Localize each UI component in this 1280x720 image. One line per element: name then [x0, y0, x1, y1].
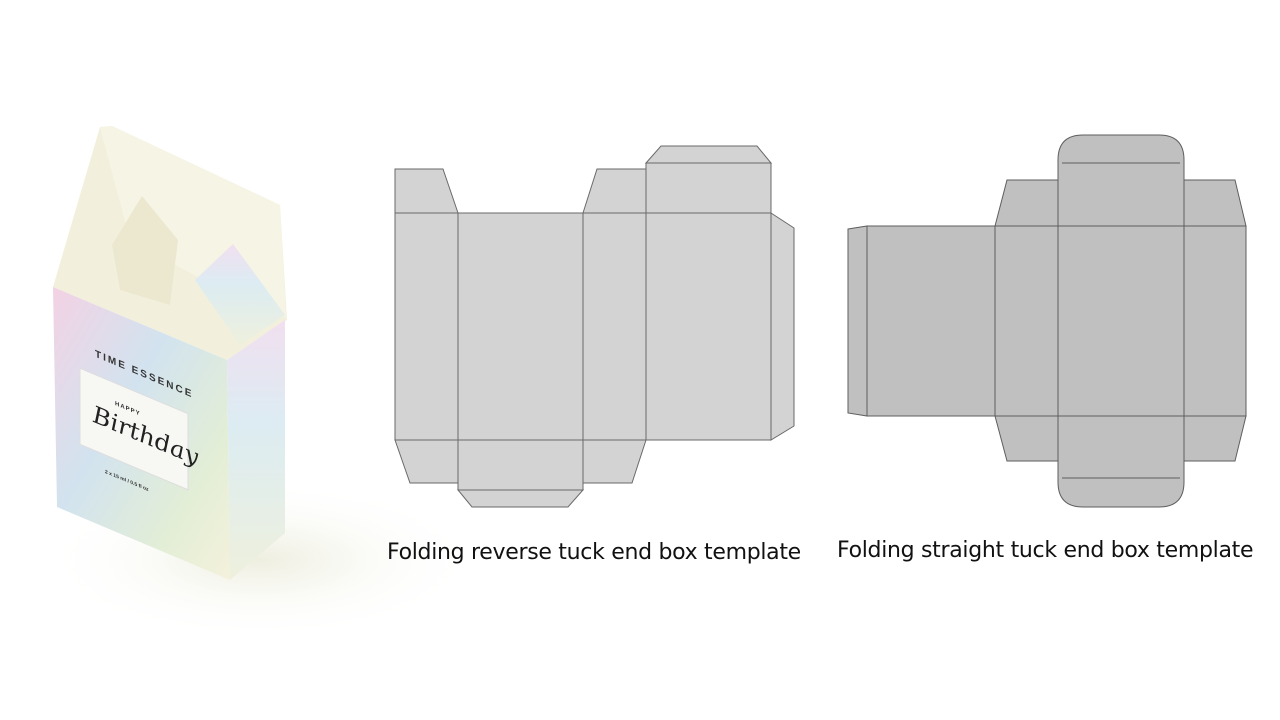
- top-tuck-flap: [1057, 134, 1185, 227]
- bottom-dust-flap-left: [394, 439, 459, 484]
- box-side-flap: [195, 244, 285, 345]
- front-panel: [1057, 225, 1185, 417]
- bottom-tuck-flap: [1057, 415, 1185, 508]
- side-panel-left: [994, 225, 1059, 417]
- side-panel-left: [394, 212, 459, 441]
- top-tuck-flap: [645, 162, 772, 214]
- bottom-dust-flap-left: [994, 415, 1059, 462]
- front-panel: [457, 212, 584, 441]
- bottom-dust-flap-right: [1183, 415, 1247, 462]
- reverse-tuck-caption: Folding reverse tuck end box template: [387, 540, 801, 565]
- bottom-tuck-tab: [456, 489, 585, 508]
- glue-flap: [847, 225, 868, 417]
- side-panel-right: [1183, 225, 1247, 417]
- glue-flap: [770, 212, 795, 441]
- box-label: [79, 367, 189, 491]
- bottom-tuck-flap: [457, 439, 584, 491]
- side-panel-right: [582, 212, 647, 441]
- top-dust-flap-left: [394, 168, 459, 214]
- product-box-photo: TIME ESSENCE HAPPY Birthday 2 x 15 ml / …: [40, 126, 480, 640]
- bottom-dust-flap-right: [582, 439, 647, 484]
- reverse-tuck-template: [394, 145, 795, 508]
- top-tuck-tab: [644, 145, 773, 164]
- back-panel: [866, 225, 996, 417]
- straight-tuck-template: [847, 134, 1247, 508]
- back-panel: [645, 212, 772, 441]
- top-dust-flap-right: [1183, 179, 1247, 227]
- top-dust-flap-left: [994, 179, 1059, 227]
- box-dust-flap: [112, 196, 178, 305]
- box-side-face: [227, 320, 285, 580]
- top-dust-flap-right: [582, 168, 647, 214]
- straight-tuck-caption: Folding straight tuck end box template: [837, 538, 1254, 563]
